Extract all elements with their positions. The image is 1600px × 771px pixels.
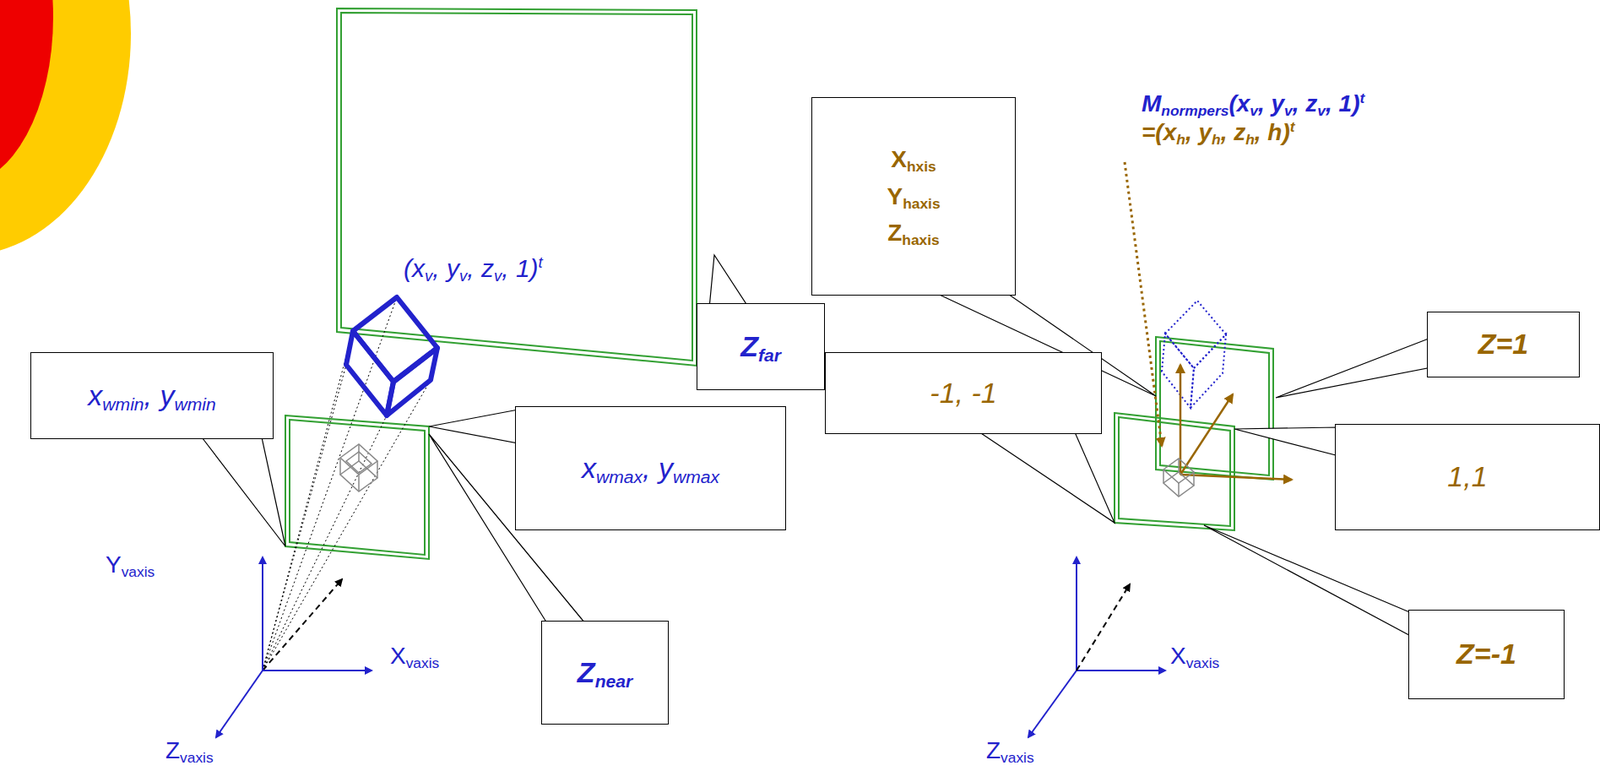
axis-label: Xvaxis <box>390 641 440 671</box>
axis-label: Yvaxis <box>105 550 155 580</box>
callout-text: Z=-1 <box>1456 637 1517 671</box>
plane-callout: Z=-1 <box>1408 609 1565 700</box>
callout-text: xwmax, ywmax <box>581 451 720 485</box>
near-plane-normalized <box>1114 412 1235 531</box>
callout-text: xwmin, ywmin <box>87 379 216 413</box>
normalized-cube <box>1161 300 1226 408</box>
corner-callout: -1, -1 <box>824 352 1102 434</box>
callout-text: 1,1 <box>1447 460 1487 494</box>
homogeneous-axes <box>1180 364 1292 480</box>
near-plane <box>285 415 429 559</box>
axis-label: Zvaxis <box>165 736 214 765</box>
far-plane-normalized <box>1155 336 1274 480</box>
far-plane-callout: Zfar <box>696 303 825 391</box>
axis-label: Xvaxis <box>1170 641 1220 671</box>
callout-pointer <box>200 435 286 547</box>
plane-callout: Z=1 <box>1426 311 1580 378</box>
near-plane-callout: Znear <box>541 620 669 725</box>
transform-pointer <box>1124 162 1162 446</box>
callout-text: Xhxis Yhaxis Zhaxis <box>886 141 940 251</box>
transform-label: Mnormpers(xv, yv, zv, 1)t =(xh, yh, zh, … <box>1141 89 1365 147</box>
axes-callout: Xhxis Yhaxis Zhaxis <box>811 97 1016 296</box>
point-label: (xv, yv, zv, 1)t <box>403 253 543 284</box>
view-direction <box>262 579 342 671</box>
projected-cube <box>1163 458 1194 497</box>
callout-text: Znear <box>577 656 633 689</box>
callout-pointer <box>1275 337 1431 398</box>
corner-callout: 1,1 <box>1334 423 1600 531</box>
far-plane <box>336 8 697 366</box>
callout-pointer <box>976 430 1115 523</box>
callout-pointer <box>1234 427 1339 456</box>
view-axes <box>216 557 372 738</box>
callout-text: Zfar <box>740 330 782 364</box>
window-max-callout: xwmax, ywmax <box>515 406 787 531</box>
corner-decor <box>0 0 131 255</box>
callout-pointer <box>1204 525 1412 637</box>
corner-decor <box>0 0 54 185</box>
callout-text: Z=1 <box>1478 327 1530 361</box>
axis-label: Zvaxis <box>986 736 1035 765</box>
view-direction <box>1076 584 1130 671</box>
callout-pointer <box>709 254 749 307</box>
projected-cube <box>340 444 378 492</box>
window-min-callout: xwmin, ywmin <box>30 352 274 440</box>
callout-text: -1, -1 <box>929 376 997 410</box>
projector-lines <box>262 297 431 671</box>
object-cube <box>346 297 438 416</box>
view-axes <box>1028 557 1166 738</box>
callout-pointer <box>428 409 519 444</box>
